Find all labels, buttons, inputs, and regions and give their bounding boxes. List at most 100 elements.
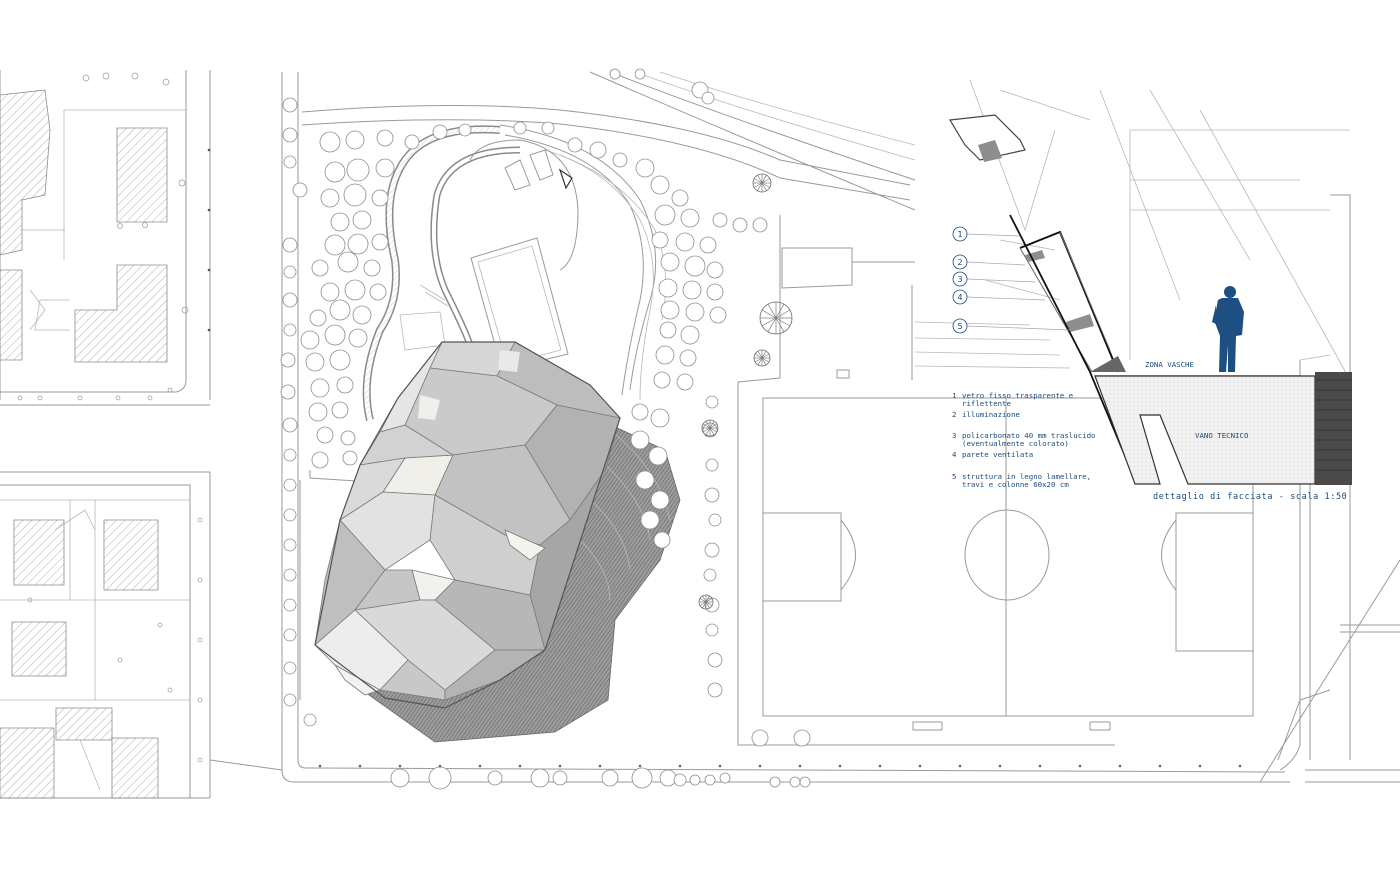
tree-canopy: [699, 236, 717, 254]
tree-canopy: [640, 510, 660, 530]
tree-canopy: [709, 306, 727, 324]
tree-canopy: [660, 300, 680, 320]
tree-canopy: [342, 450, 358, 466]
callout-number: 1: [957, 230, 962, 239]
tree-canopy: [369, 283, 387, 301]
tree-canopy: [371, 233, 389, 251]
tree-canopy: [612, 152, 628, 168]
tree-canopy: [708, 513, 722, 527]
curved-ramps: [362, 124, 667, 421]
legend-item-3-line-1: policarbonato 40 mm traslucido: [962, 431, 1096, 440]
tree-canopy: [280, 384, 296, 400]
street-bollard: [1158, 764, 1162, 768]
park-boundary: [209, 71, 1400, 783]
tree-canopy: [701, 91, 715, 105]
tree-canopy: [283, 568, 297, 582]
legend-item-5-number: 5: [952, 472, 956, 481]
callout-number: 3: [957, 275, 962, 284]
tree-canopy: [404, 134, 420, 150]
tree-canopy: [601, 769, 619, 787]
tree-canopy: [330, 212, 350, 232]
tree-canopy: [283, 448, 297, 462]
street-bollard: [438, 764, 442, 768]
tree-canopy: [282, 127, 298, 143]
tree-canopy: [684, 255, 706, 277]
tree-canopy: [458, 123, 472, 137]
tree-canopy: [707, 682, 723, 698]
legend-item-4-number: 4: [952, 450, 957, 459]
human-scale-figure: [1212, 286, 1244, 372]
detail-caption: dettaglio di facciata - scala 1:50: [1153, 492, 1347, 502]
tree-canopy: [329, 349, 351, 371]
street-bollard: [838, 764, 842, 768]
tree-symbol: [752, 173, 772, 193]
street-bollard: [878, 764, 882, 768]
tree-canopy: [675, 232, 695, 252]
tree-canopy: [432, 124, 448, 140]
tree-canopy: [705, 623, 719, 637]
tree-canopy: [390, 768, 410, 788]
tree-canopy: [651, 231, 669, 249]
tree-canopy: [732, 217, 748, 233]
tree-canopy: [282, 417, 298, 433]
tree-canopy: [751, 729, 769, 747]
street-bollard: [1198, 764, 1202, 768]
callout-leader: [966, 325, 1071, 331]
tree-canopy: [375, 158, 395, 178]
faceted-roof: [314, 341, 622, 709]
legend-item-5-line-2: travi e colonne 60x20 cm: [962, 480, 1069, 489]
tree-symbol: [759, 301, 793, 335]
tree-canopy: [631, 403, 649, 421]
tree-canopy: [706, 261, 724, 279]
tree-canopy: [311, 259, 329, 277]
tree-canopy: [371, 189, 389, 207]
tree-canopy: [346, 158, 370, 182]
tree-canopy: [487, 770, 503, 786]
tree-canopy: [343, 183, 367, 207]
tree-canopy: [283, 508, 297, 522]
tree-canopy: [793, 729, 811, 747]
tree-canopy: [345, 130, 365, 150]
callout-bubble: [952, 289, 968, 305]
tree-canopy: [283, 478, 297, 492]
tree-canopy: [685, 302, 705, 322]
tree-canopy: [344, 279, 366, 301]
tree-canopy: [336, 376, 354, 394]
tree-canopy: [283, 661, 297, 675]
tree-canopy: [654, 204, 676, 226]
tree-canopy: [283, 628, 297, 642]
tree-canopy: [704, 542, 720, 558]
park-trees: [280, 68, 811, 790]
tree-canopy: [634, 68, 646, 80]
tree-canopy: [363, 259, 381, 277]
legend-item-2-line-1: illuminazione: [962, 410, 1020, 419]
callout-bubble: [952, 254, 968, 270]
street-tree-row: [318, 764, 1242, 768]
street-bollard: [998, 764, 1002, 768]
legend-item-3-line-2: (eventualmente colorato): [962, 439, 1069, 448]
tree-canopy: [789, 776, 801, 788]
street-bollard: [718, 764, 722, 768]
callout-bubble: [952, 226, 968, 242]
callout-bubble: [952, 318, 968, 334]
street-bollard: [598, 764, 602, 768]
tree-canopy: [799, 776, 811, 788]
tree-canopy: [282, 97, 298, 113]
tree-canopy: [283, 265, 297, 279]
tree-canopy: [283, 693, 297, 707]
tree-canopy: [706, 283, 724, 301]
callout-number: 2: [957, 258, 962, 267]
legend-item-1-line-1: vetro fisso trasparente e: [962, 391, 1074, 400]
tree-canopy: [541, 121, 555, 135]
tree-canopy: [282, 237, 298, 253]
tree-symbol: [753, 349, 771, 367]
tree-canopy: [704, 774, 716, 786]
street-bollard: [518, 764, 522, 768]
zona-vasche-label: ZONA VASCHE: [1145, 360, 1194, 369]
callout-leader: [966, 296, 1046, 301]
tree-canopy: [283, 323, 297, 337]
tree-canopy: [320, 188, 340, 208]
tree-canopy: [680, 208, 700, 228]
